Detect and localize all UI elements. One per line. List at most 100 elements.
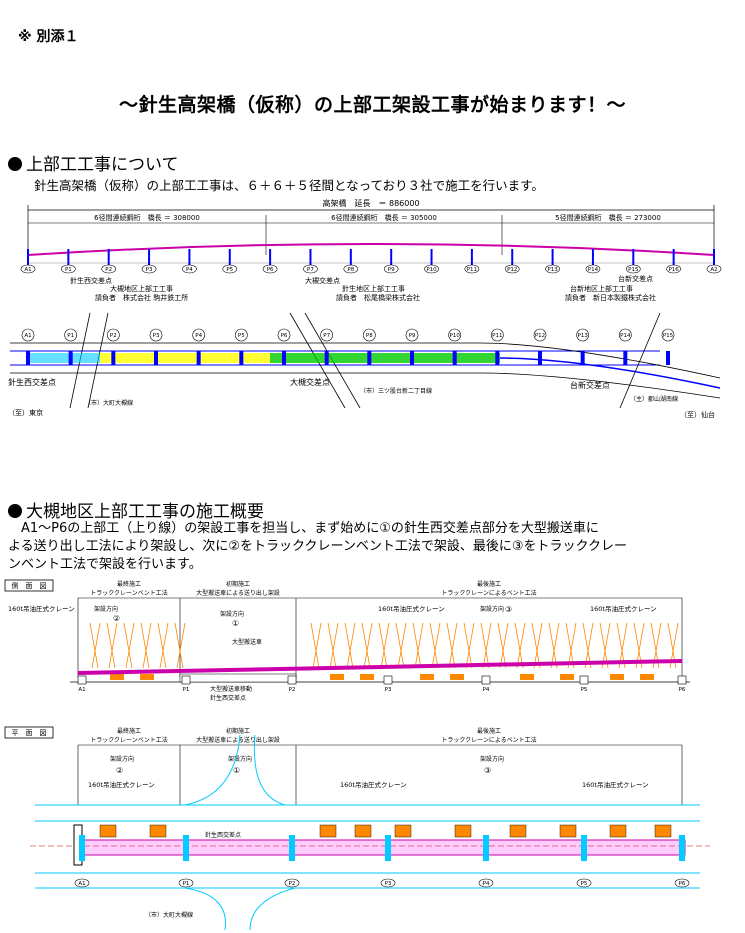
pier-label: P16 xyxy=(668,267,679,273)
lot-name: 針生地区上部工工事 xyxy=(342,284,405,293)
crane-label: 160t吊油圧式クレーン xyxy=(378,604,445,613)
pier-tag xyxy=(706,264,722,274)
direction-label: 架設方向 xyxy=(94,605,118,613)
crane-boom xyxy=(550,622,560,669)
harinishi-label: 針生西交差点 xyxy=(70,276,112,285)
pier-label: A2 xyxy=(710,267,717,273)
section-name: 最終施工 xyxy=(117,727,141,735)
plan-cranes xyxy=(99,824,672,838)
pier-label: P6 xyxy=(679,881,686,887)
pier-mark xyxy=(367,351,372,365)
pier-label: P6 xyxy=(267,267,274,273)
pier-label: P5 xyxy=(238,333,245,339)
crane-boom xyxy=(414,622,424,669)
crane-boom xyxy=(582,622,592,669)
crane-truck xyxy=(354,824,372,838)
pier-tag xyxy=(576,328,589,342)
pier-tag xyxy=(64,328,77,342)
crane-boom xyxy=(310,622,320,669)
section-method: トラッククレーンによるベント工法 xyxy=(441,736,536,744)
pier-label: P9 xyxy=(409,333,416,339)
crane-boom xyxy=(516,622,526,669)
pier-label: A1 xyxy=(24,333,31,339)
crane-boom xyxy=(548,622,558,669)
crane-truck xyxy=(420,674,434,680)
pier-label: P2 xyxy=(289,881,296,887)
crane-boom xyxy=(344,622,354,669)
crane-label: 160t吊油圧式クレーン xyxy=(8,604,75,613)
crane-truck xyxy=(140,674,154,680)
crane-truck xyxy=(394,824,412,838)
pier-label: A1 xyxy=(24,267,31,273)
section1-heading-text: 上部工工事について xyxy=(26,155,179,175)
pier-tag xyxy=(666,264,681,274)
pier-label: P4 xyxy=(483,881,490,887)
crane-truck xyxy=(330,674,344,680)
section-number: ② xyxy=(113,614,120,623)
crane-label: 160t吊油圧式クレーン xyxy=(590,604,657,613)
crane-truck xyxy=(450,674,464,680)
pier-mark xyxy=(26,351,30,365)
crane-truck xyxy=(520,674,534,680)
pier-tag xyxy=(277,328,291,342)
otsuki-label: 大槻交差点 xyxy=(290,377,330,387)
text-line: ンベント工法で架設を行います。 xyxy=(8,557,202,572)
pier-label: P3 xyxy=(385,881,392,887)
pier-tag xyxy=(383,264,399,274)
pier-label: P4 xyxy=(195,333,202,339)
direction-label: 架設方向 xyxy=(110,755,134,763)
crane-truck xyxy=(99,824,117,838)
side-view-label: 側 面 図 xyxy=(12,581,47,590)
crane-boom xyxy=(378,622,388,669)
direction-label: 架設方向 xyxy=(228,755,252,763)
pier-mark xyxy=(183,835,189,861)
text-line: A1～P6の上部工（上り線）の架設工事を担当し、まず始めに①の針生西交差点部分を… xyxy=(8,521,599,536)
pier-tag xyxy=(178,878,194,888)
crane-boom xyxy=(448,622,458,669)
lot-contractor: 請負者 株式会社 駒井鉄工所 xyxy=(95,293,188,302)
pier-tag xyxy=(424,264,439,274)
pier-label: P2 xyxy=(289,687,296,693)
pier-mark xyxy=(581,835,587,861)
section-method: トラッククレーンベント工法 xyxy=(90,736,167,744)
pier-mark xyxy=(483,835,489,861)
pier-tag xyxy=(661,328,675,342)
pier-label: P12 xyxy=(535,333,545,339)
pier-label: A1 xyxy=(78,881,85,887)
section-number: ② xyxy=(116,766,123,775)
plan-view-label: 平 面 図 xyxy=(12,729,47,737)
pier-mark xyxy=(154,351,158,365)
daishin-label: 台新交差点 xyxy=(570,380,610,390)
pier-label: P12 xyxy=(507,267,517,273)
lot-name: 大槻地区上部工工事 xyxy=(110,284,173,293)
pier-tag xyxy=(149,328,163,342)
pier-tag xyxy=(448,328,461,342)
pier-mark xyxy=(580,351,585,365)
pier-tag xyxy=(625,264,641,274)
pier-mark xyxy=(677,675,687,685)
pier-tag xyxy=(619,328,632,342)
pier-label: P3 xyxy=(385,687,392,693)
crane-truck xyxy=(640,674,654,680)
pier-label: P1 xyxy=(183,881,190,887)
pier-label: P7 xyxy=(323,333,330,339)
crane-boom xyxy=(601,622,611,669)
side-cranes xyxy=(89,622,679,680)
section2-text: A1～P6の上部工（上り線）の架設工事を担当し、まず始めに①の針生西交差点部分を… xyxy=(8,520,708,574)
harinishi-label: 針生西交差点 xyxy=(8,377,56,387)
girder-profile xyxy=(27,243,715,256)
pier-tag xyxy=(545,264,560,274)
pier-tag xyxy=(303,264,318,274)
section-name: 初期施工 xyxy=(226,727,250,735)
pier-mark xyxy=(239,351,244,365)
pier-mark xyxy=(289,835,295,861)
pier-tag xyxy=(363,328,376,342)
bullet-icon xyxy=(8,157,22,171)
pier-label: P11 xyxy=(467,267,477,273)
pier-label: P2 xyxy=(110,333,117,339)
crane-boom xyxy=(533,622,543,669)
span-label: 5径間連続鋼桁 橋長 ＝ 273000 xyxy=(555,213,661,222)
pier-mark xyxy=(385,835,391,861)
section-name: 初期施工 xyxy=(226,580,250,588)
